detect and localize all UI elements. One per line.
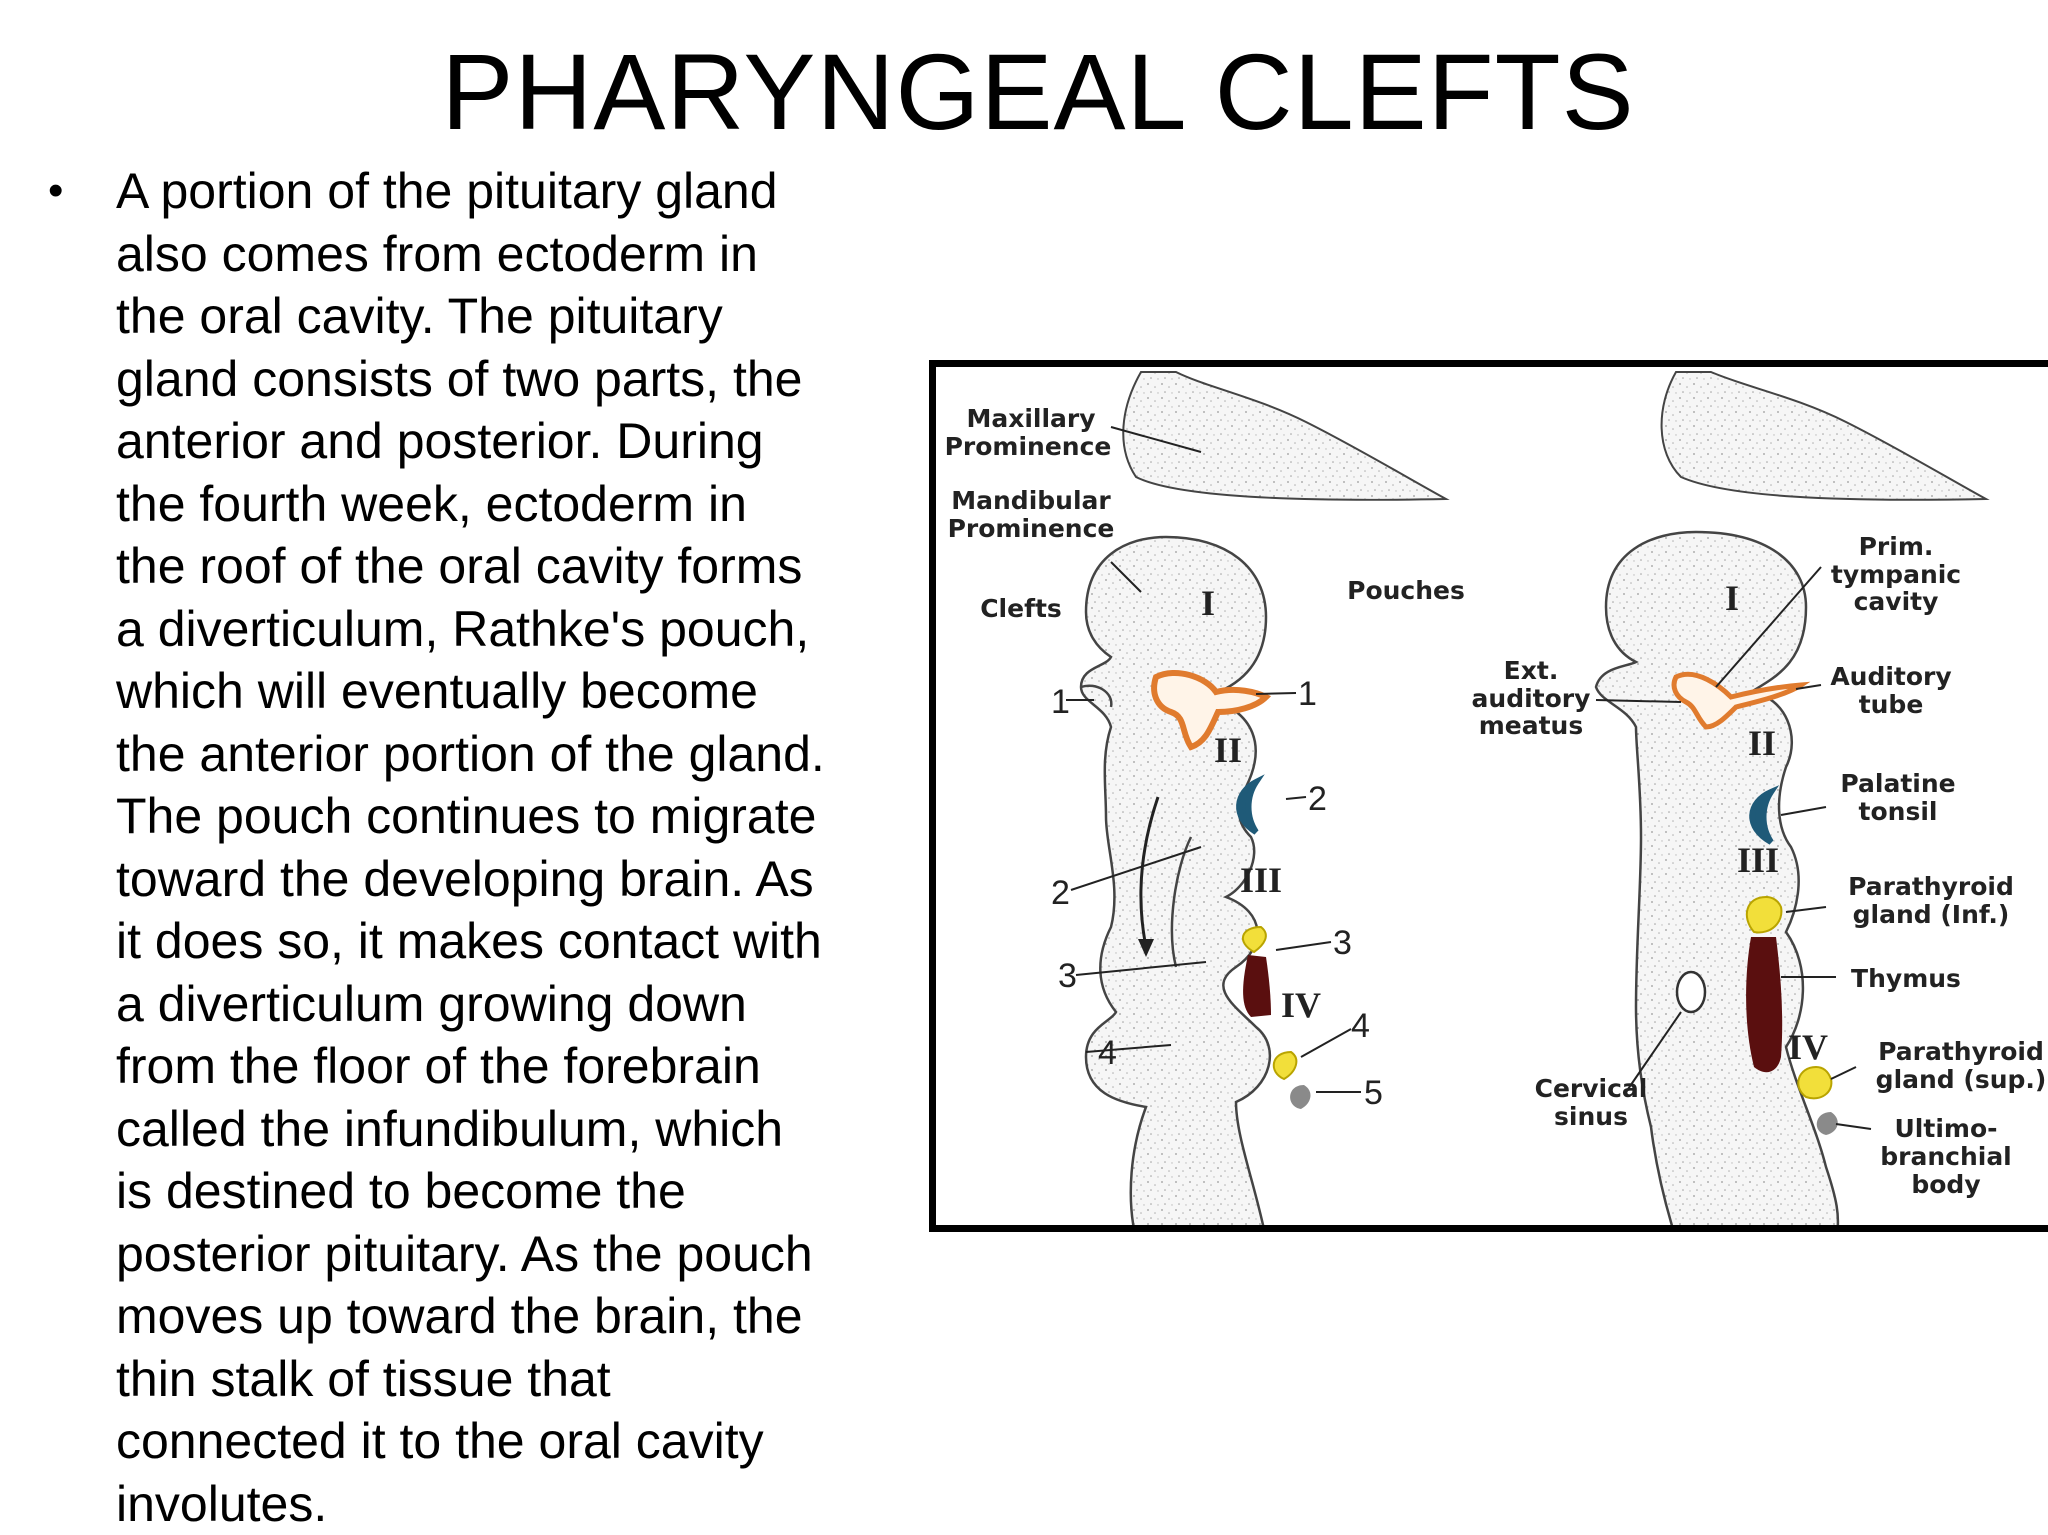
bullet-line: The pouch continues to migrate [116, 788, 817, 844]
pouch-number-4: 4 [1351, 1007, 1370, 1045]
bullet-line: the fourth week, ectoderm in [116, 475, 747, 532]
pouch-number-2: 2 [1308, 780, 1327, 818]
label-parathyroid-sup: Parathyroid [1878, 1037, 2044, 1066]
cleft-2-3-left [1170, 836, 1193, 968]
label-clefts: Clefts [980, 594, 1062, 623]
bullet-line: it does so, it makes contact with [116, 913, 822, 969]
pharynx-body-right [1594, 530, 1840, 1225]
pouch-3-yellow [1242, 925, 1267, 954]
label-prim: Prim. [1859, 532, 1934, 561]
label-branchial: branchial [1880, 1142, 2012, 1171]
pouch-number-3: 3 [1333, 924, 1352, 962]
label-ultimo: Ultimo- [1895, 1114, 1998, 1143]
bullet-line: involutes. [116, 1475, 328, 1532]
label-palatine: Palatine [1840, 769, 1955, 798]
bullet-line: gland consists of two parts, the [116, 350, 803, 407]
bullet-line: A portion of the pituitary gland [116, 163, 778, 219]
label-cervical: Cervical [1535, 1074, 1648, 1103]
auditory-tube-orange [1671, 671, 1811, 730]
label-ext: Ext. [1504, 656, 1559, 685]
label-gland-sup: gland (sup.) [1876, 1065, 2047, 1094]
pouch-2-blue [1236, 774, 1265, 835]
label-body: body [1911, 1170, 1980, 1199]
arch-roman-3-right: III [1737, 840, 1779, 880]
bullet-line: moves up toward the brain, the [116, 1288, 803, 1344]
pharyngeal-diagram-figure: Maxillary Prominence Mandibular Prominen… [929, 360, 2048, 1232]
bullet-line: is destined to become the [116, 1163, 686, 1219]
bullet-line: a diverticulum, Rathke's pouch, [116, 600, 810, 657]
label-sinus: sinus [1554, 1102, 1628, 1131]
cleft-1-left [1080, 684, 1113, 708]
bullet-line: from the floor of the forebrain [116, 1038, 761, 1094]
bullet-line: posterior pituitary. As the pouch [116, 1225, 813, 1282]
arch-roman-1-left: I [1201, 583, 1215, 623]
slide-title: PHARYNGEAL CLEFTS [441, 31, 1635, 152]
label-tonsil: tonsil [1859, 797, 1938, 826]
pouch-number-1: 1 [1298, 675, 1317, 713]
label-auditory-tube-2: tube [1859, 690, 1924, 719]
cervical-sinus-oval [1675, 970, 1707, 1014]
pouch-3-maroon [1243, 955, 1271, 1017]
label-tympanic: tympanic [1831, 560, 1961, 589]
label-gland-inf: gland (Inf.) [1853, 900, 2010, 929]
bullet-line: the oral cavity. The pituitary [116, 288, 723, 344]
bullet-line: the anterior portion of the gland. [116, 725, 825, 782]
right-leader-lines [1595, 566, 1872, 1130]
ultimobranchial-gray [1816, 1112, 1838, 1135]
thymus-maroon [1746, 937, 1783, 1073]
label-maxillary-prominence: Prominence [945, 432, 1112, 461]
label-maxillary: Maxillary [966, 404, 1095, 433]
maxillary-prominence-right [1660, 371, 1990, 501]
bullet-line: toward the developing brain. As [116, 850, 814, 907]
parathyroid-inf-yellow [1745, 895, 1783, 934]
label-auditory: auditory [1472, 684, 1591, 713]
cleft-number-1: 1 [1051, 683, 1070, 721]
bullet-line: a diverticulum growing down [116, 975, 747, 1032]
pouch-4-yellow [1272, 1050, 1298, 1081]
pouch-1-orange [1151, 670, 1272, 751]
cleft-number-3: 3 [1058, 957, 1077, 995]
label-thymus: Thymus [1851, 964, 1961, 993]
arch-roman-4-left: IV [1281, 985, 1321, 1025]
arch-roman-3-left: III [1240, 860, 1282, 900]
label-auditory-tube-1: Auditory [1830, 662, 1951, 691]
label-parathyroid-inf: Parathyroid [1848, 872, 2014, 901]
arch-roman-4-right: IV [1788, 1027, 1828, 1067]
arrow-head-icon [1138, 939, 1154, 957]
bullet-line: connected it to the oral cavity [116, 1413, 764, 1469]
cleft-number-2: 2 [1051, 874, 1070, 912]
left-leader-lines [1066, 426, 1361, 1093]
pharyngeal-diagram: Maxillary Prominence Mandibular Prominen… [945, 371, 2047, 1225]
pouch-5-gray [1290, 1085, 1311, 1109]
bullet-line: anterior and posterior. During [116, 413, 764, 469]
cleft-number-4: 4 [1098, 1034, 1117, 1072]
bullet-line: which will eventually become [116, 663, 758, 719]
label-mandibular: Mandibular [951, 486, 1111, 515]
migration-arrow [1139, 796, 1160, 948]
parathyroid-sup-yellow [1797, 1065, 1833, 1100]
bullet-dot-icon: • [48, 166, 64, 215]
pouch-number-5: 5 [1364, 1074, 1383, 1112]
label-cavity: cavity [1854, 587, 1939, 616]
arch-roman-1-right: I [1725, 578, 1739, 618]
maxillary-prominence-left [1122, 371, 1450, 501]
label-mandibular-prominence: Prominence [948, 514, 1115, 543]
bullet-line: thin stalk of tissue that [116, 1350, 611, 1407]
arch-roman-2-left: II [1214, 730, 1242, 770]
label-pouches: Pouches [1347, 576, 1465, 605]
palatine-tonsil-blue [1749, 785, 1780, 845]
bullet-line: the roof of the oral cavity forms [116, 538, 803, 594]
bullet-text: A portion of the pituitary gland also co… [116, 160, 956, 1535]
label-meatus: meatus [1479, 711, 1584, 740]
arch-roman-2-right: II [1748, 723, 1776, 763]
bullet-line: also comes from ectoderm in [116, 225, 758, 282]
bullet-line: called the infundibulum, which [116, 1100, 784, 1157]
